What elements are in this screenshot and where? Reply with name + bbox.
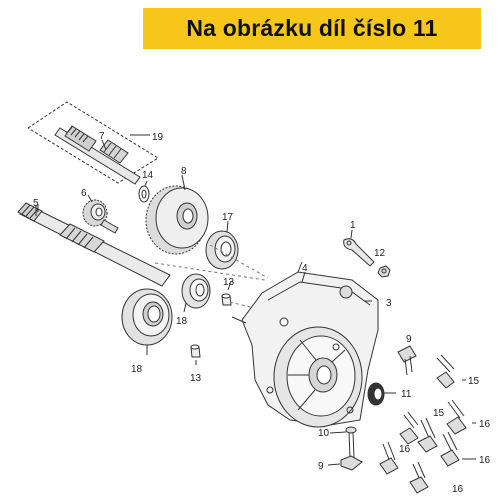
bolt-16-e [409, 461, 429, 494]
part-label-17: 17 [222, 212, 234, 223]
part-label-18-large: 18 [131, 364, 143, 375]
small-gear-part [82, 199, 119, 234]
bolt-15-b [399, 411, 419, 445]
bolt-16-a [446, 399, 467, 435]
bolt-16-d [379, 441, 399, 475]
washer-part [138, 180, 150, 203]
bolt-15-a [436, 354, 455, 389]
part-label-13-lower: 13 [190, 373, 202, 384]
part-label-16-d: 16 [452, 484, 464, 495]
part-label-18-small: 18 [176, 316, 188, 327]
part-label-6: 6 [81, 188, 87, 199]
part-label-13-upper: 13 [223, 277, 235, 288]
part-label-9-lower: 9 [318, 461, 324, 472]
part-label-15-a: 15 [468, 376, 480, 387]
large-gear-part [145, 174, 209, 255]
banner-text: Na obrázku díl číslo 11 [186, 15, 438, 41]
part-label-1: 1 [350, 220, 356, 231]
part-label-16-a: 16 [479, 419, 491, 430]
part-label-5: 5 [33, 198, 39, 209]
part-label-10: 10 [318, 428, 330, 439]
part-label-7: 7 [99, 131, 105, 142]
small-bearing-part [181, 273, 211, 313]
dowel-pin-upper [221, 293, 232, 306]
part-label-15-b: 15 [433, 408, 445, 419]
leader-lines [37, 139, 476, 466]
part-number-banner: Na obrázku díl číslo 11 [143, 8, 481, 49]
bolt-16-c [440, 431, 460, 467]
main-shaft-part [17, 202, 171, 287]
dowel-pin-lower [190, 344, 201, 358]
assembly-bracket-19 [27, 101, 159, 184]
part-label-8: 8 [181, 166, 187, 177]
bolt-9-lower [340, 455, 363, 471]
part-labels: 19 7 14 8 6 5 17 1 12 4 13 3 18 18 13 9 … [33, 131, 491, 495]
transmission-case-part [231, 261, 379, 428]
bolt-16-b [417, 417, 438, 453]
part-label-11: 11 [401, 389, 412, 400]
part-label-9-upper: 9 [406, 334, 412, 345]
bolt-9-upper [397, 345, 417, 376]
breather-part [343, 229, 375, 267]
part-label-19: 19 [152, 132, 164, 143]
part-label-16-c: 16 [479, 455, 491, 466]
part-label-14: 14 [142, 170, 154, 181]
nut-part [377, 265, 391, 278]
countershaft-part [54, 125, 141, 185]
bolt-10 [345, 426, 357, 459]
part-label-3: 3 [386, 298, 392, 309]
part-label-16-b: 16 [399, 444, 411, 455]
part-label-4: 4 [302, 263, 308, 274]
oil-seal-part [367, 382, 385, 406]
bearing-17-part [205, 220, 239, 270]
part-label-12: 12 [374, 248, 386, 259]
large-bearing-part [121, 288, 173, 355]
